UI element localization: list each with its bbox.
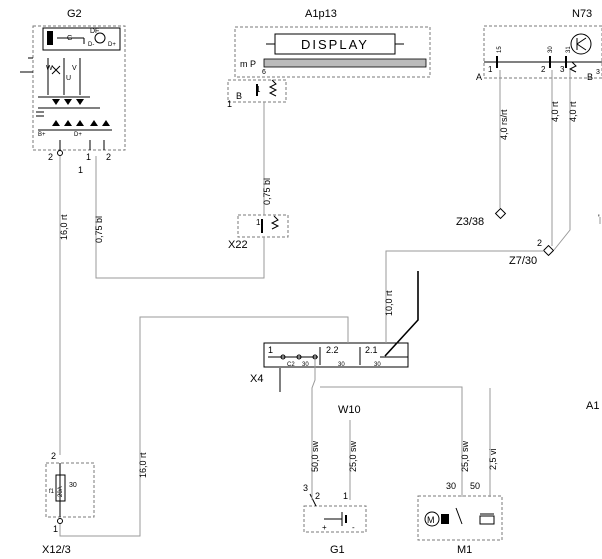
component-g1: 3 2 1 + - G1 bbox=[303, 483, 367, 556]
display-readout: DISPLAY bbox=[301, 37, 369, 52]
component-g2: G2 G DF D- D+ W V U B+ D+ 2 bbox=[20, 8, 126, 175]
svg-text:f1: f1 bbox=[49, 489, 55, 495]
svg-text:30: 30 bbox=[548, 46, 554, 53]
svg-text:Z3/38: Z3/38 bbox=[456, 216, 484, 228]
svg-text:M: M bbox=[427, 515, 435, 525]
svg-text:1: 1 bbox=[488, 65, 493, 74]
svg-text:DF: DF bbox=[90, 28, 99, 35]
svg-text:20A: 20A bbox=[58, 486, 64, 497]
component-m1: 30 50 M M1 bbox=[417, 481, 503, 556]
junction-z3-38: Z3/38 bbox=[456, 207, 507, 228]
edge-tick: ' bbox=[598, 213, 600, 223]
component-a1p13: A1p13 DISPLAY m P B 6 1 1 bbox=[227, 8, 431, 109]
wire-label-100rt: 10,0 rt bbox=[384, 290, 394, 316]
svg-text:B: B bbox=[236, 91, 242, 101]
svg-text:+: + bbox=[322, 523, 327, 532]
a1-label: A1 bbox=[586, 400, 599, 412]
svg-text:X4: X4 bbox=[250, 373, 263, 385]
svg-text:1: 1 bbox=[343, 491, 348, 501]
svg-text:D+: D+ bbox=[74, 132, 82, 138]
svg-text:30: 30 bbox=[374, 362, 381, 368]
svg-text:1: 1 bbox=[256, 85, 261, 94]
svg-text:C2: C2 bbox=[287, 362, 295, 368]
svg-text:1: 1 bbox=[227, 99, 232, 109]
wire-label-50sw: 50,0 sw bbox=[310, 440, 320, 472]
svg-text:A1p13: A1p13 bbox=[305, 8, 337, 20]
svg-text:2: 2 bbox=[106, 152, 111, 162]
svg-text:1: 1 bbox=[256, 218, 261, 227]
svg-text:U: U bbox=[66, 75, 71, 82]
svg-text:2.2: 2.2 bbox=[326, 345, 339, 355]
svg-text:1: 1 bbox=[78, 165, 83, 175]
svg-text:B+: B+ bbox=[38, 132, 46, 138]
g2-label: G2 bbox=[67, 8, 82, 20]
component-x12-3: 2 f1 20A 30 1 X12/3 bbox=[42, 451, 95, 556]
wire-network bbox=[59, 70, 601, 537]
svg-text:3: 3 bbox=[303, 483, 308, 493]
svg-text:X22: X22 bbox=[228, 239, 248, 251]
component-n73: N73 15 30 31 A 1 2 3 B 3 bbox=[476, 8, 602, 82]
component-x22: 1 X22 bbox=[228, 214, 289, 251]
svg-text:-: - bbox=[352, 523, 355, 532]
svg-text:2: 2 bbox=[541, 65, 546, 74]
svg-text:30: 30 bbox=[69, 482, 77, 489]
svg-text:3: 3 bbox=[596, 69, 600, 76]
svg-text:G1: G1 bbox=[330, 544, 345, 556]
wire-label-25sw-a: 25,0 sw bbox=[348, 440, 358, 472]
wire-label-075bl-b: 0,75 bl bbox=[94, 216, 104, 243]
svg-text:2: 2 bbox=[51, 451, 56, 461]
svg-text:3: 3 bbox=[560, 65, 565, 74]
svg-text:D+: D+ bbox=[108, 42, 116, 48]
svg-text:31: 31 bbox=[566, 46, 572, 53]
component-x4: 1 C2 30 2.2 30 2.1 30 X4 bbox=[250, 342, 409, 392]
svg-text:1: 1 bbox=[86, 152, 91, 162]
svg-text:50: 50 bbox=[470, 481, 480, 491]
svg-text:D-: D- bbox=[88, 42, 94, 48]
svg-text:X12/3: X12/3 bbox=[42, 544, 71, 556]
junction-z7-30: 2 Z7/30 bbox=[509, 238, 555, 267]
svg-text:1: 1 bbox=[53, 524, 58, 534]
svg-text:15: 15 bbox=[497, 46, 503, 53]
svg-text:2.1: 2.1 bbox=[365, 345, 378, 355]
svg-text:V: V bbox=[72, 65, 77, 72]
svg-text:N73: N73 bbox=[572, 8, 592, 20]
svg-text:M1: M1 bbox=[457, 544, 472, 556]
svg-text:1: 1 bbox=[268, 345, 273, 355]
svg-text:6: 6 bbox=[262, 69, 266, 76]
wire-label-40rt-b: 4,0 rt bbox=[568, 101, 578, 122]
svg-text:W: W bbox=[46, 65, 53, 72]
svg-text:B: B bbox=[587, 72, 593, 82]
svg-text:2: 2 bbox=[537, 238, 542, 248]
wire-labels: 0,75 bl 16,0 rt 0,75 bl 4,0 rs/rt 4,0 rt… bbox=[59, 101, 600, 478]
wire-label-16rt-b: 16,0 rt bbox=[138, 452, 148, 478]
wire-label-075bl-a: 0,75 bl bbox=[262, 178, 272, 205]
svg-text:30: 30 bbox=[446, 481, 456, 491]
wire-label-40rt-a: 4,0 rt bbox=[550, 101, 560, 122]
wire-label-16rt-a: 16,0 rt bbox=[59, 214, 69, 240]
w10-label: W10 bbox=[338, 404, 361, 416]
wire-label-25vi: 2,5 vi bbox=[488, 448, 498, 470]
svg-text:Z7/30: Z7/30 bbox=[509, 255, 537, 267]
wire-label-40rsrt: 4,0 rs/rt bbox=[499, 109, 509, 140]
svg-text:2: 2 bbox=[315, 491, 320, 501]
svg-text:30: 30 bbox=[302, 362, 309, 368]
svg-text:A: A bbox=[476, 72, 482, 82]
wire-label-25sw-b: 25,0 sw bbox=[460, 440, 470, 472]
svg-text:2: 2 bbox=[48, 152, 53, 162]
svg-text:m P: m P bbox=[240, 59, 256, 69]
svg-text:30: 30 bbox=[338, 362, 345, 368]
